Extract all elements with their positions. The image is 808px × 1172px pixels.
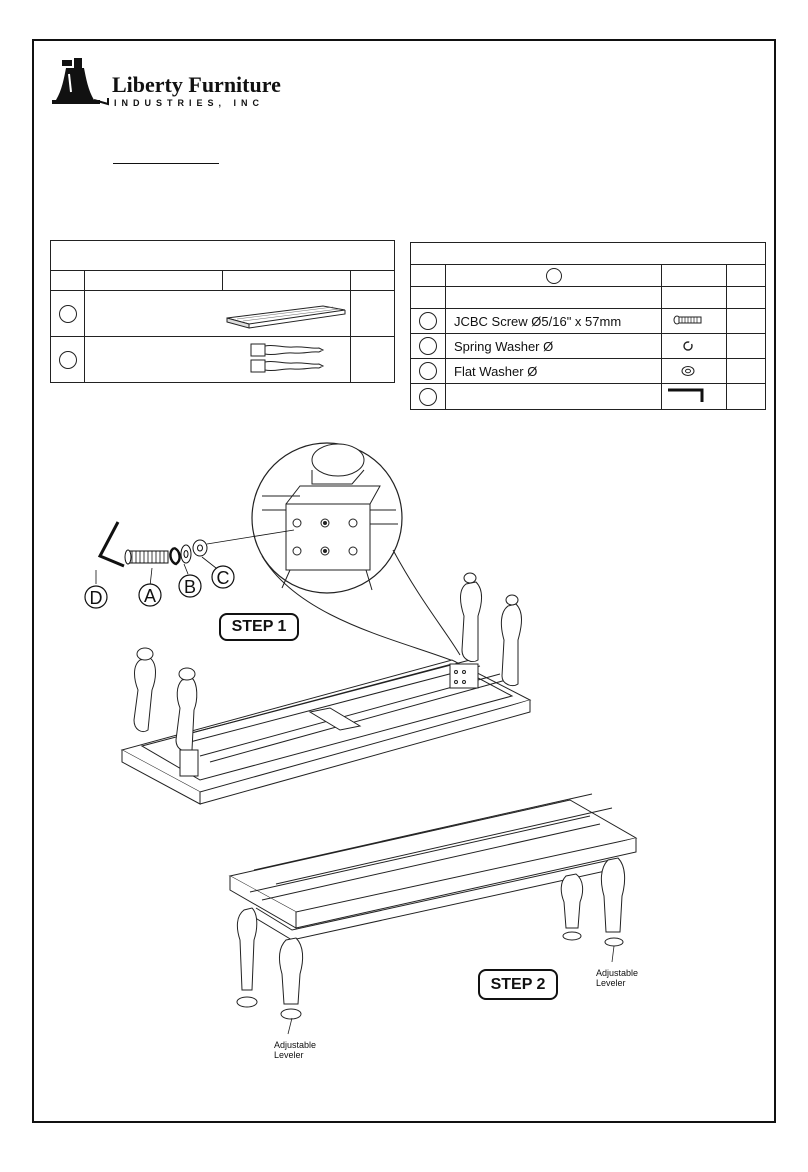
callout-labels bbox=[84, 565, 235, 609]
allen-key-icon bbox=[668, 388, 704, 402]
leveler-label-line2: Leveler bbox=[596, 978, 626, 988]
bench-upright bbox=[228, 793, 638, 1035]
brand-subtitle: INDUSTRIES, INC bbox=[114, 98, 265, 108]
parts-row bbox=[50, 336, 395, 383]
brand-name: Liberty Furniture bbox=[112, 72, 281, 97]
hardware-label bbox=[445, 383, 662, 410]
screw-icon bbox=[673, 315, 702, 324]
hardware-row: JCBC Screw Ø5/16" x 57mm bbox=[410, 308, 766, 334]
hardware-label: Flat Washer Ø bbox=[445, 358, 662, 384]
hardware-row: Spring Washer Ø bbox=[410, 333, 766, 359]
callout-letters: D A B C bbox=[90, 568, 230, 608]
header-marker bbox=[545, 267, 562, 284]
leveler-label-back: Adjustable Leveler bbox=[596, 968, 638, 988]
part-marker bbox=[58, 350, 77, 369]
part-marker bbox=[58, 304, 77, 323]
callout-c: C bbox=[217, 568, 230, 588]
page-border bbox=[32, 39, 776, 1123]
exploded-hardware bbox=[95, 521, 295, 587]
leveler-label-line1: Adjustable bbox=[596, 968, 639, 978]
hardware-row bbox=[410, 383, 766, 410]
title-underline bbox=[113, 163, 219, 164]
hardware-table: JCBC Screw Ø5/16" x 57mm Spring Washer Ø… bbox=[410, 242, 766, 410]
leveler-label-line1: Adjustable bbox=[274, 1040, 317, 1050]
hardware-marker bbox=[419, 387, 437, 406]
callout-d: D bbox=[90, 588, 103, 608]
hardware-marker bbox=[419, 362, 437, 380]
hardware-marker bbox=[419, 312, 437, 330]
parts-table bbox=[50, 240, 395, 383]
detail-magnifier bbox=[251, 442, 461, 663]
brand-logo: Liberty Furniture INDUSTRIES, INC bbox=[52, 54, 302, 114]
leveler-label-line2: Leveler bbox=[274, 1050, 304, 1060]
step1-badge: STEP 1 bbox=[219, 613, 299, 641]
callout-a: A bbox=[144, 586, 156, 606]
legs-icon bbox=[250, 343, 324, 373]
liberty-bell-icon bbox=[52, 58, 109, 106]
flat-washer-icon bbox=[681, 365, 695, 376]
spring-washer-icon bbox=[683, 340, 693, 351]
leveler-label-front: Adjustable Leveler bbox=[274, 1040, 316, 1060]
parts-table-header bbox=[50, 240, 395, 271]
bench-upside-down bbox=[120, 572, 532, 805]
hardware-marker bbox=[419, 337, 437, 355]
parts-row bbox=[50, 290, 395, 337]
step2-badge: STEP 2 bbox=[478, 969, 558, 1000]
callout-b: B bbox=[184, 577, 196, 597]
hardware-label: JCBC Screw Ø5/16" x 57mm bbox=[445, 308, 662, 334]
bench-top-icon bbox=[226, 305, 345, 329]
